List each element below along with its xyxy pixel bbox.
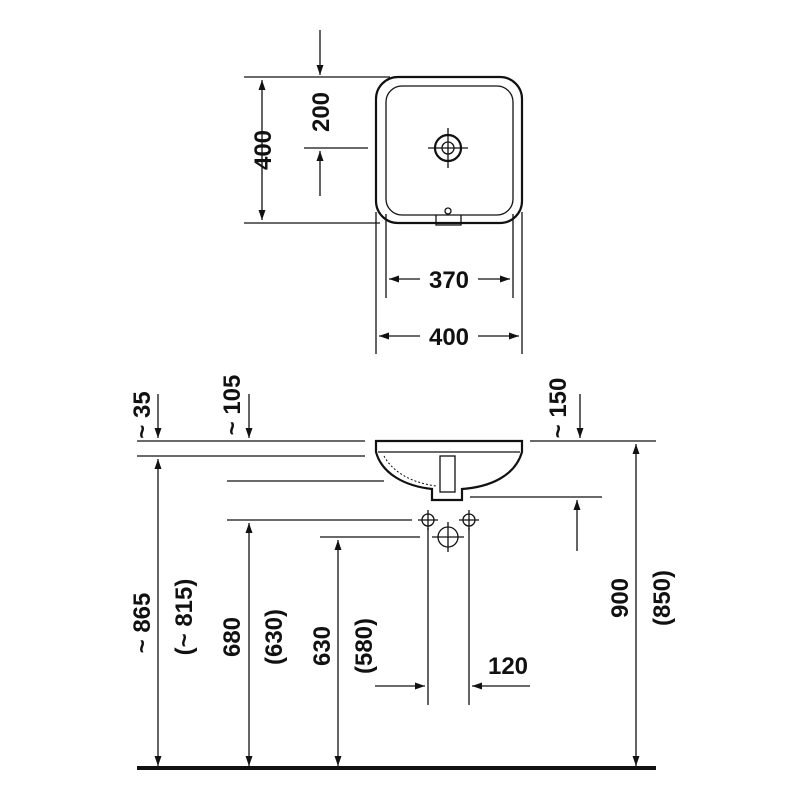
dim-height-3-alt-label: (580)	[351, 618, 378, 674]
top-view: 400 200 370 400	[244, 30, 524, 354]
dim-height-2-alt-label: (630)	[261, 609, 288, 665]
dim-height-1-alt-label: (~ 815)	[171, 579, 198, 656]
dim-height-2-label: 680	[219, 617, 246, 657]
dim-outer-width-label: 400	[429, 324, 469, 351]
dim-half-depth-label: 200	[308, 92, 335, 132]
dim-height-total-label: 900	[607, 578, 634, 618]
side-view: ~ 35 ~ 105 ~ 150 ~	[129, 375, 676, 770]
dim-inner-width-label: 370	[429, 267, 469, 294]
waste-outlet-icon	[432, 522, 464, 552]
dim-spacing-label: 120	[488, 653, 528, 680]
basin-inner-outline	[385, 85, 514, 216]
basin-side-profile	[374, 439, 524, 502]
dim-offset-3-label: ~ 150	[545, 378, 572, 439]
overflow-tab	[435, 215, 462, 226]
supply-valve-right-icon	[459, 510, 479, 530]
dim-height-3-label: 630	[309, 626, 336, 666]
dim-offset-1-label: ~ 35	[129, 391, 156, 438]
dim-height-1-label: ~ 865	[129, 593, 156, 654]
dim-depth-label: 400	[250, 130, 277, 170]
basin-outer-outline	[374, 75, 524, 225]
supply-valve-left-icon	[418, 510, 438, 530]
drain-outlet	[439, 455, 456, 493]
dim-offset-2-label: ~ 105	[219, 375, 246, 436]
dim-height-total-alt-label: (850)	[649, 570, 676, 626]
drain-icon	[428, 128, 468, 168]
